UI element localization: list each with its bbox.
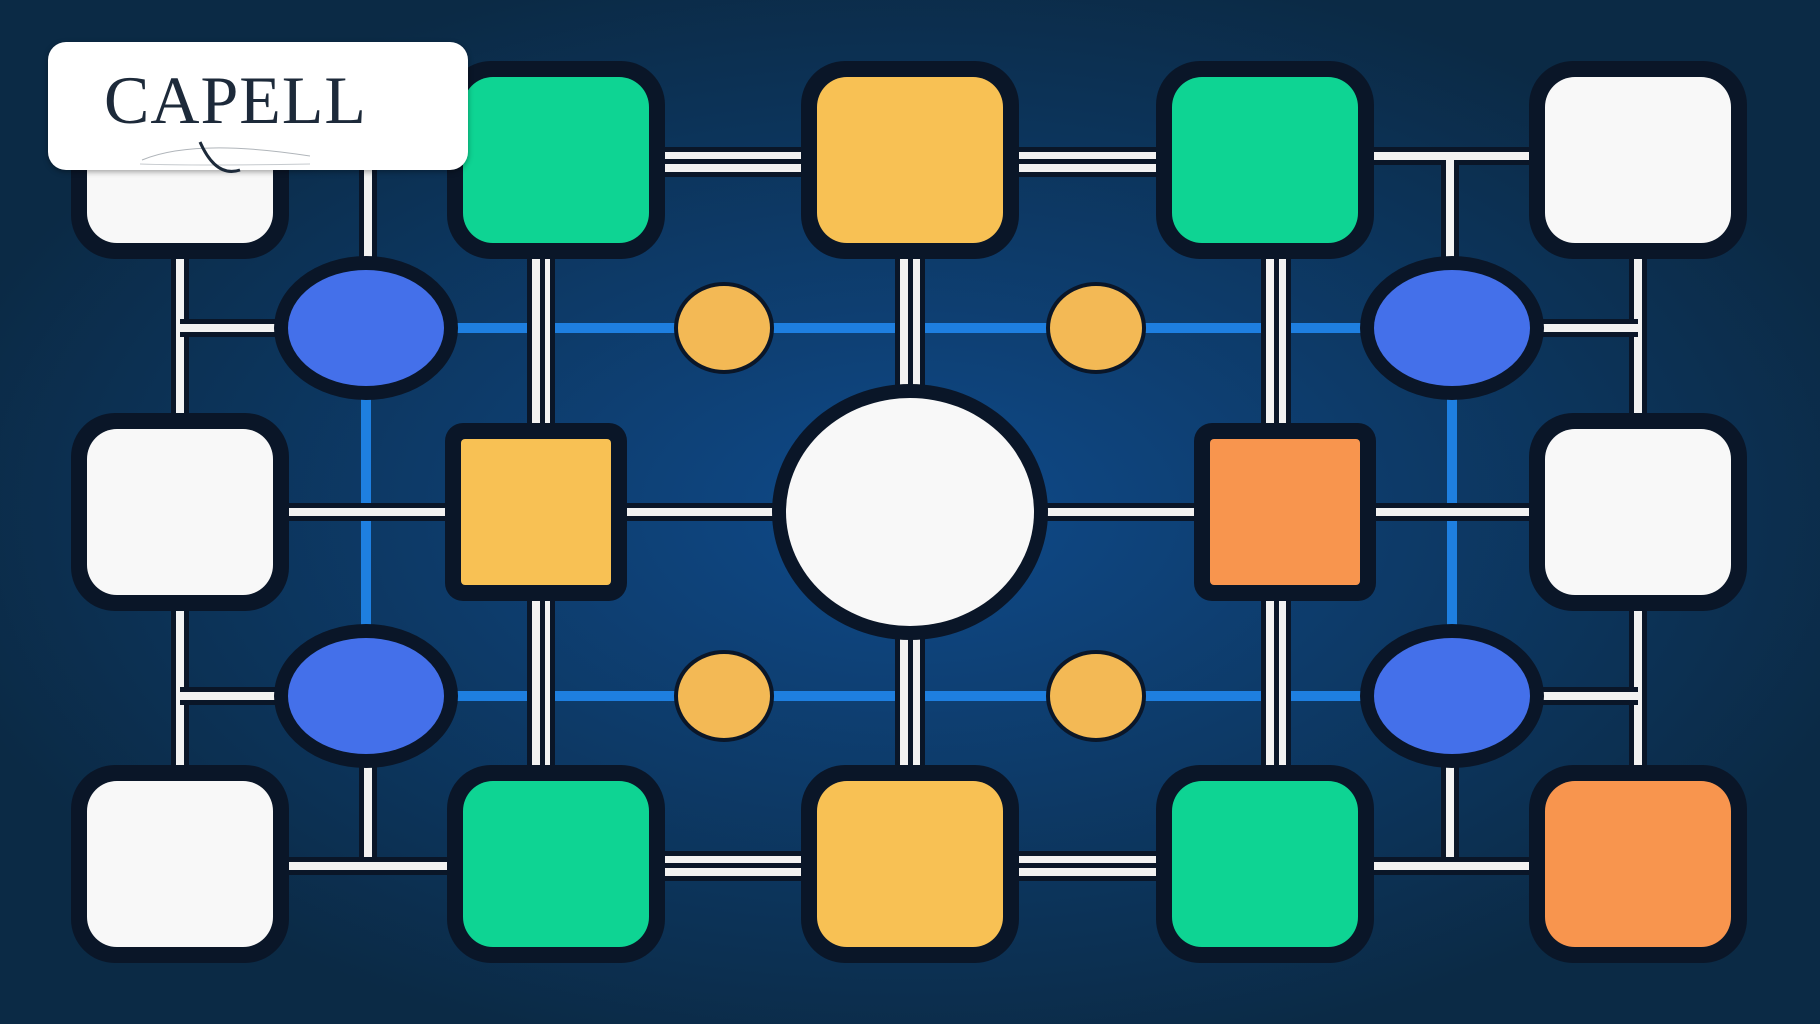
capell-swoosh-logo-icon	[140, 141, 310, 173]
node-br-orange	[1545, 781, 1731, 947]
node-top-yellow	[817, 77, 1003, 243]
node-dot-2	[1046, 282, 1146, 374]
logo-text: CAPELL	[104, 62, 367, 138]
node-blue-3	[288, 638, 444, 754]
node-center-white	[786, 398, 1034, 626]
node-blue-1	[288, 270, 444, 386]
node-blue-4	[1374, 638, 1530, 754]
node-dot-4	[1046, 650, 1146, 742]
node-bot-green-1	[463, 781, 649, 947]
node-mid-orange	[1210, 439, 1360, 585]
node-top-green-1	[463, 77, 649, 243]
node-dot-3	[674, 650, 774, 742]
node-bot-green-2	[1172, 781, 1358, 947]
node-tr-white	[1545, 77, 1731, 243]
white-connector-group	[171, 147, 1647, 881]
node-blue-2	[1374, 270, 1530, 386]
node-top-green-2	[1172, 77, 1358, 243]
node-mid-yellow	[461, 439, 611, 585]
node-dot-1	[674, 282, 774, 374]
node-bl-white	[87, 781, 273, 947]
logo-card: CAPELL	[48, 42, 468, 173]
node-ml-white	[87, 429, 273, 595]
node-bot-yellow	[817, 781, 1003, 947]
node-group	[71, 61, 1747, 963]
node-mr-white	[1545, 429, 1731, 595]
